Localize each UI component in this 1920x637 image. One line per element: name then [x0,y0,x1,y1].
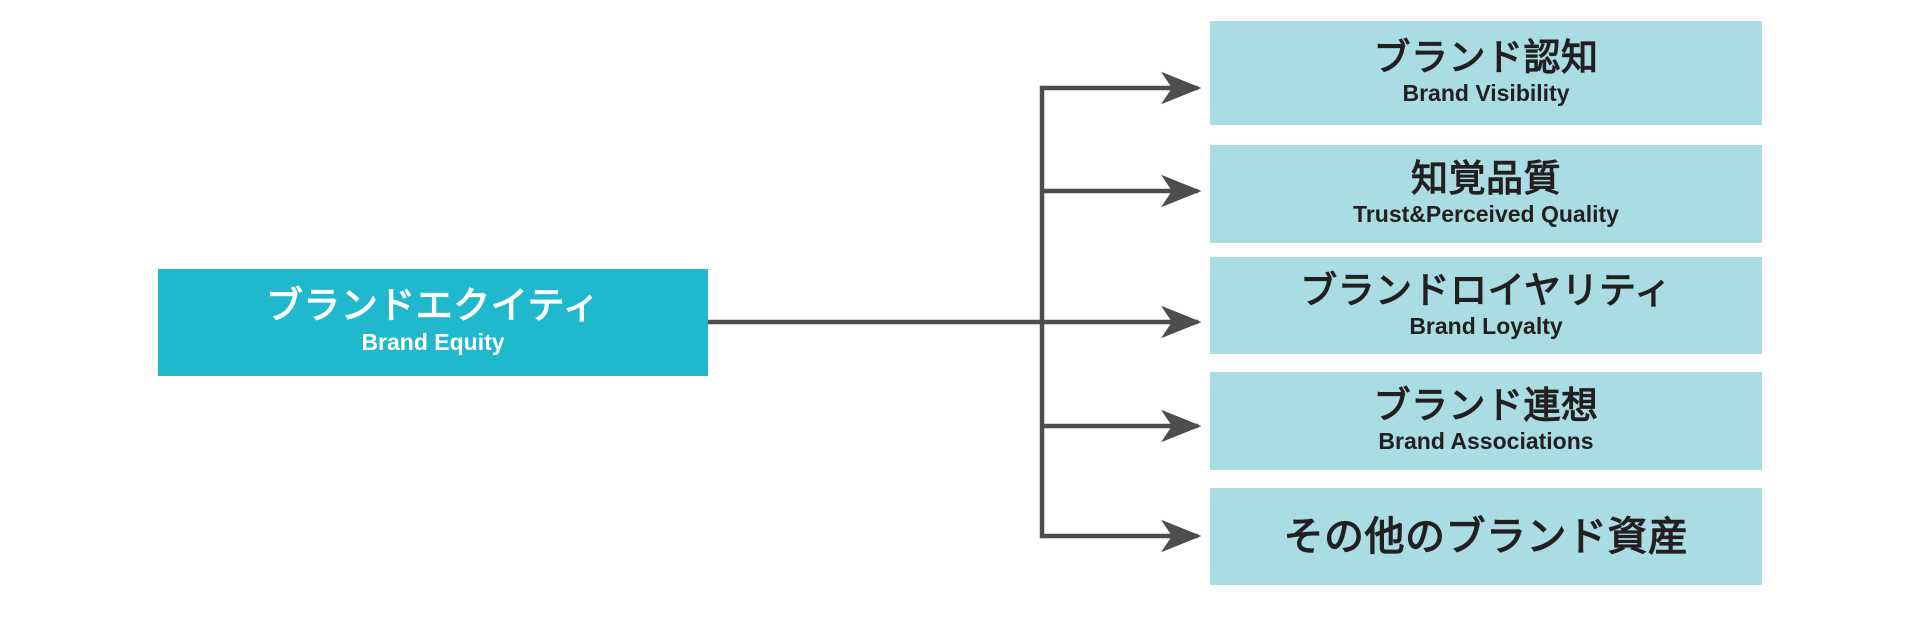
branch-node-label-en: Brand Visibility [1402,80,1570,107]
branch-node-label-jp: ブランド連想 [1373,385,1599,427]
root-node-label-en: Brand Equity [361,329,505,356]
root-node-label-jp: ブランドエクイティ [265,285,601,327]
branch-node-label-jp: 知覚品質 [1411,158,1561,200]
branch-node-label-jp: ブランドロイヤリティ [1300,269,1672,311]
branch-node-brand-visibility[interactable]: ブランド認知 Brand Visibility [1210,21,1762,125]
branch-node-brand-loyalty[interactable]: ブランドロイヤリティ Brand Loyalty [1210,257,1762,354]
branch-node-brand-associations[interactable]: ブランド連想 Brand Associations [1210,372,1762,470]
branch-node-perceived-quality[interactable]: 知覚品質 Trust&Perceived Quality [1210,145,1762,243]
branch-node-label-en: Brand Loyalty [1409,312,1563,339]
branch-node-label-jp: その他のブランド資産 [1283,514,1689,559]
branch-node-other-brand-assets[interactable]: その他のブランド資産 [1210,488,1762,585]
branch-node-label-en: Brand Associations [1378,428,1594,455]
root-node-brand-equity[interactable]: ブランドエクイティ Brand Equity [158,269,708,376]
branch-node-label-jp: ブランド認知 [1373,37,1599,79]
branch-node-label-en: Trust&Perceived Quality [1353,201,1619,228]
